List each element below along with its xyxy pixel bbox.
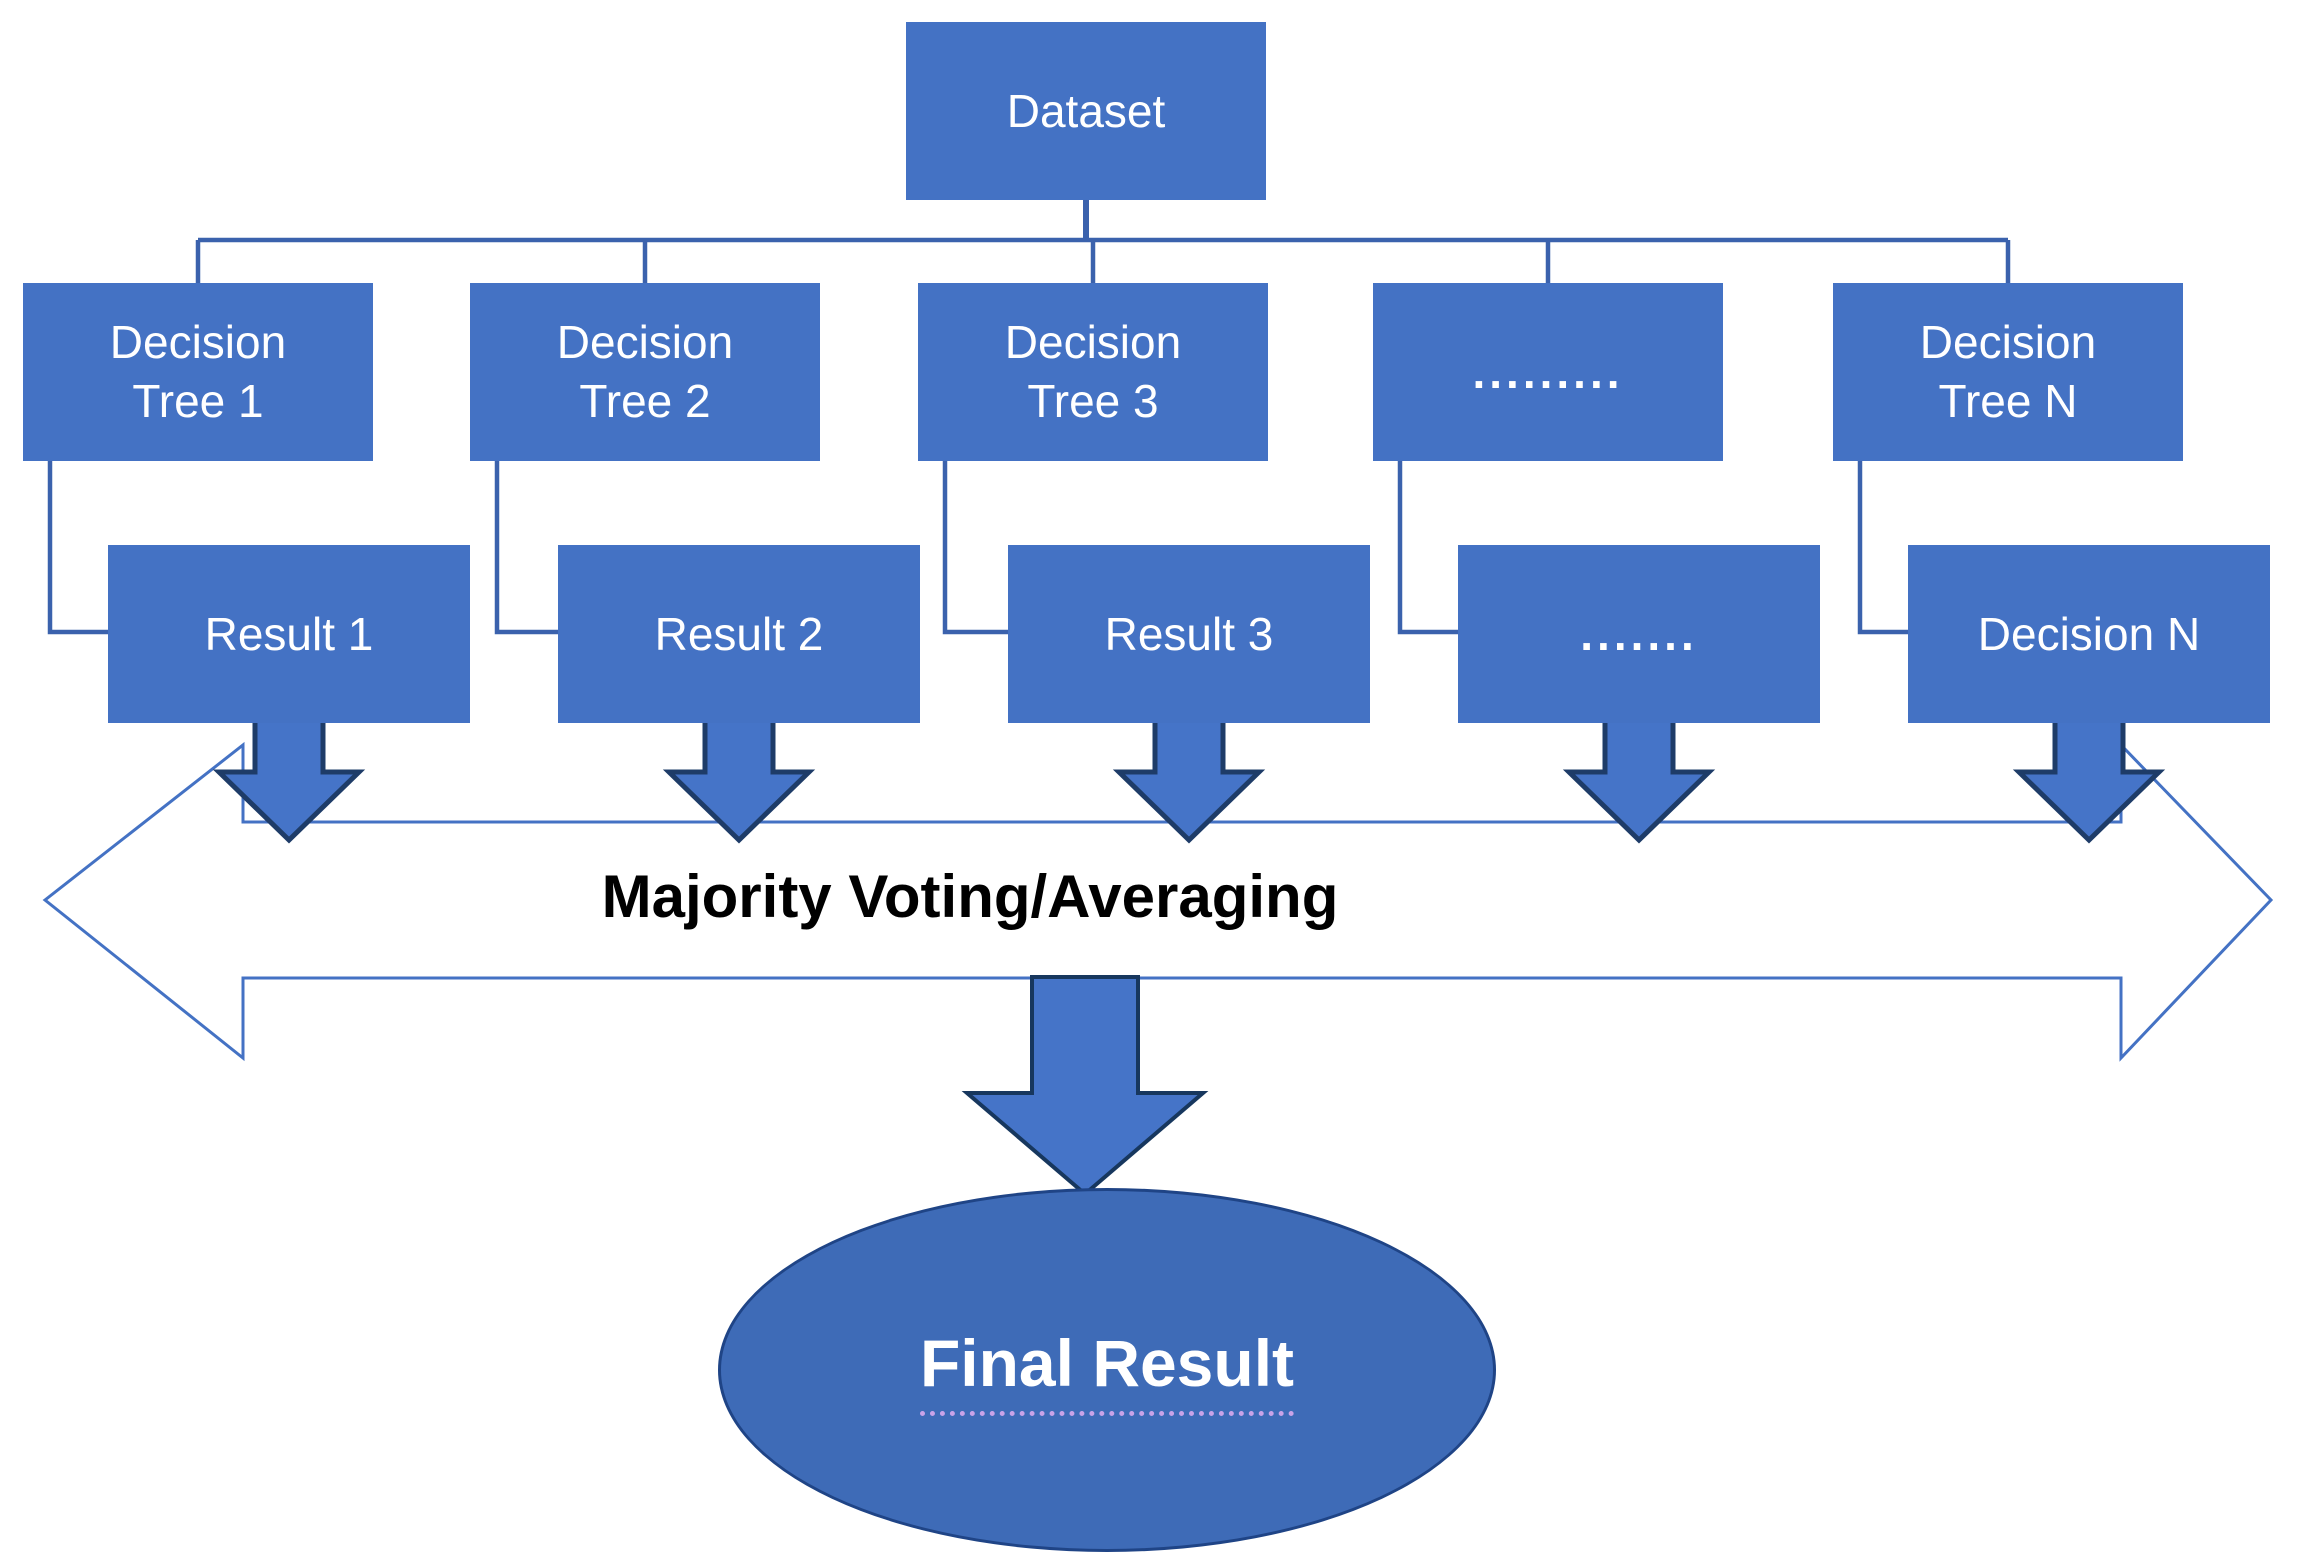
node-result-2: Result 2 [558, 545, 920, 723]
node-label: Decision Tree 1 [109, 316, 287, 427]
elbow-connector-5 [1857, 460, 1908, 635]
down-arrow-icon-3 [1112, 713, 1266, 844]
node-label: Decision Tree N [1919, 316, 2097, 427]
node-label: ....... [1580, 607, 1698, 660]
final-result-ellipse: Final Result [718, 1188, 1496, 1552]
down-arrow-icon-1 [212, 713, 366, 844]
node-decision-tree-3: Decision Tree 3 [918, 283, 1268, 461]
final-result-label: Final Result [919, 1325, 1295, 1416]
node-label: Decision Tree 2 [556, 316, 734, 427]
node-decision-tree-1: Decision Tree 1 [23, 283, 373, 461]
node-label: Result 2 [654, 607, 824, 660]
node-label: Decision N [1977, 607, 2201, 660]
node-label: Dataset [1006, 84, 1166, 137]
node-decision-n: Decision N [1908, 545, 2270, 723]
final-down-arrow-icon [961, 975, 1209, 1197]
elbow-connector-3 [942, 460, 1008, 635]
elbow-connector-2 [494, 460, 558, 635]
node-result-1: Result 1 [108, 545, 470, 723]
branch-drop-lines [195, 240, 2011, 283]
down-arrow-icon-4 [1562, 713, 1716, 844]
majority-voting-label: Majority Voting/Averaging [601, 863, 1339, 930]
elbow-connector-4 [1397, 460, 1458, 635]
elbow-connector-1 [47, 460, 108, 635]
node-label: Result 3 [1104, 607, 1274, 660]
node-label: Decision Tree 3 [1004, 316, 1182, 427]
node-decision-tree-ellipsis: ......... [1373, 283, 1723, 461]
down-arrow-icon-2 [662, 713, 816, 844]
down-arrow-icon-5 [2012, 713, 2166, 844]
node-decision-tree-n: Decision Tree N [1833, 283, 2183, 461]
node-label: ......... [1472, 345, 1624, 398]
node-result-3: Result 3 [1008, 545, 1370, 723]
node-result-ellipsis: ....... [1458, 545, 1820, 723]
node-dataset: Dataset [906, 22, 1266, 200]
node-decision-tree-2: Decision Tree 2 [470, 283, 820, 461]
node-label: Result 1 [204, 607, 374, 660]
